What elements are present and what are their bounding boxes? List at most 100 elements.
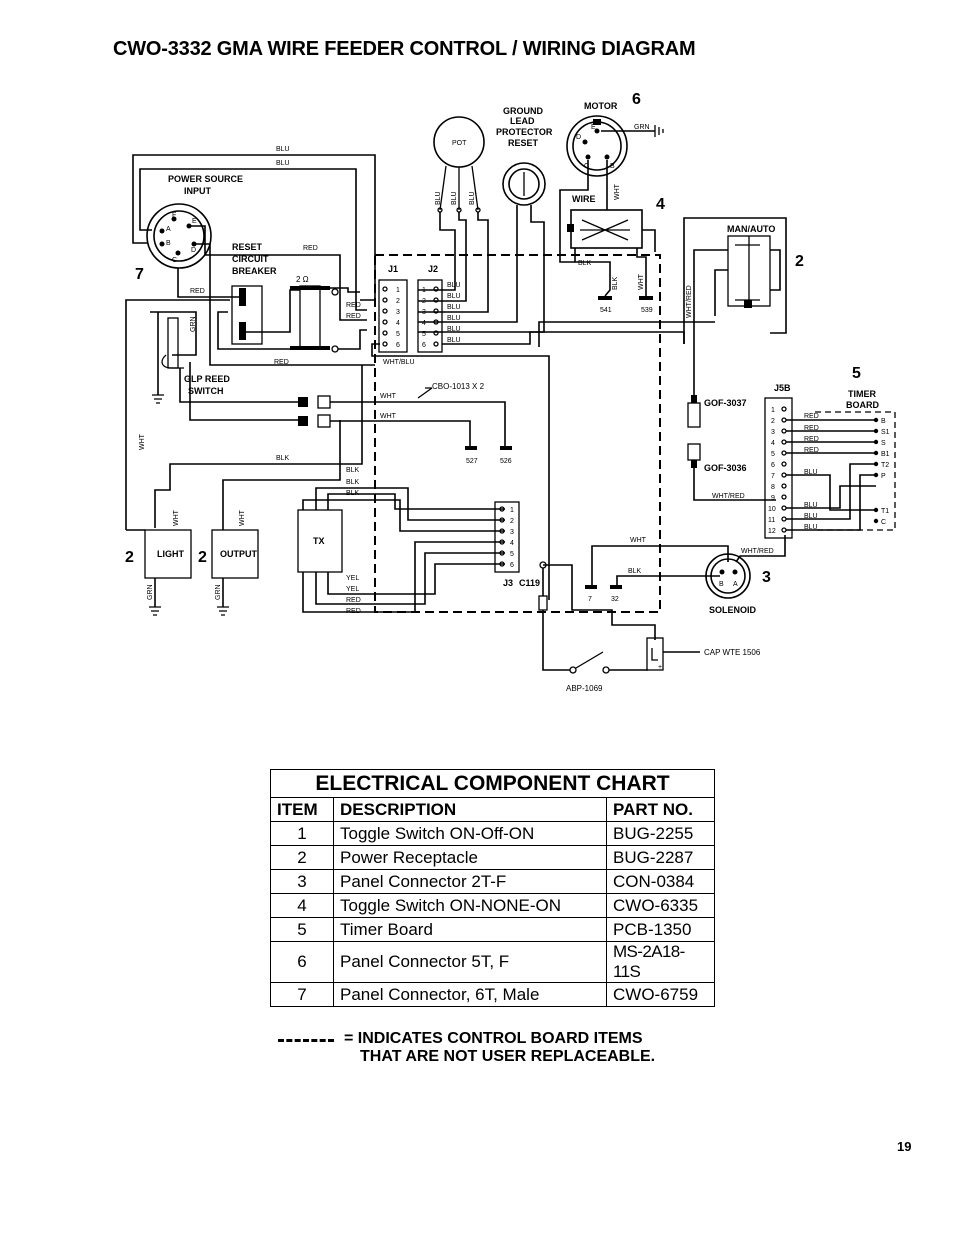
wire-label-red: RED [346,313,361,320]
solenoid-label: SOLENOID [709,605,757,615]
svg-text:2: 2 [771,418,775,425]
power-pin: D [191,247,196,254]
cell-part: BUG-2287 [606,845,715,870]
power-source-label: INPUT [184,186,212,196]
cell-part: CON-0384 [606,869,715,894]
svg-text:4: 4 [771,440,775,447]
svg-text:6: 6 [771,462,775,469]
svg-text:12: 12 [768,528,776,535]
motor-pin: D [576,134,581,141]
solenoid-pin: B [719,581,724,588]
wire-label-red: RED [804,413,819,420]
wire-label-grn: GRN [190,316,197,332]
wire-label-wht: WHT [638,273,645,290]
page-number: 19 [897,1139,912,1154]
timer-label: BOARD [846,400,879,410]
page-title: CWO-3332 GMA WIRE FEEDER CONTROL / WIRIN… [113,38,696,60]
motor-pin: E [591,124,596,131]
ground-lead-label: RESET [508,138,539,148]
cell-description: Panel Connector, 6T, Male [333,982,607,1007]
ground-lead-label: LEAD [510,116,535,126]
wire-label-blk: BLK [578,260,592,267]
wire-label-blu: BLU [447,293,461,300]
wire-label-red: RED [804,436,819,443]
wire-label-yel: YEL [346,586,359,593]
wire-label-wht: WHT [380,413,397,420]
glp-label: SWITCH [188,386,224,396]
svg-text:5: 5 [771,451,775,458]
callout-4: 4 [656,196,665,213]
breaker-label: CIRCUIT [232,254,269,264]
wire-label-blu: BLU [276,146,290,153]
wire-label-red: RED [804,425,819,432]
wire-label-wht: WHT [630,537,647,544]
svg-text:3: 3 [510,529,514,536]
svg-text:2: 2 [396,298,400,305]
wire-label-wht-blu: WHT/BLU [383,359,415,366]
wire-label-wht: WHT [239,509,246,526]
svg-text:1: 1 [510,507,514,514]
reset-circuit-breaker [231,285,263,345]
wire-label-red: RED [274,359,289,366]
svg-text:2: 2 [510,518,514,525]
svg-text:C: C [881,519,886,526]
svg-text:T1: T1 [881,508,889,515]
wire-label-wht-red: WHT/RED [741,548,774,555]
breaker-value: 2 Ω [296,275,309,284]
chart-header-row: ITEM DESCRIPTION PART NO. [270,797,715,822]
wire-switch-label: WIRE [572,194,596,204]
j1-pins: 1 2 3 4 5 6 [382,286,400,349]
cell-part: CWO-6335 [606,893,715,918]
wire-label-blu: BLU [447,304,461,311]
power-pin: C [172,257,177,264]
callout-3: 3 [762,569,771,586]
wire-label-wht: WHT [173,509,180,526]
power-pin: E [192,218,197,225]
j3-pins: 1 2 3 4 5 6 [499,506,514,569]
cbo-relay [317,395,331,409]
wire-label-blu: BLU [451,191,458,205]
cell-item: 5 [270,917,334,942]
breaker-label: RESET [232,242,263,252]
wire-label-blu: BLU [804,524,818,531]
gof-3036 [687,443,701,461]
breaker-label: BREAKER [232,266,277,276]
tx-label: TX [313,536,325,546]
wire-label-wht-red: WHT/RED [686,285,693,318]
wire-label-blk: BLK [346,467,360,474]
svg-text:S: S [881,440,886,447]
svg-text:6: 6 [396,342,400,349]
output-receptacle [211,529,259,579]
svg-text:5: 5 [396,331,400,338]
connector-j3 [494,501,520,573]
terminal-539: 539 [641,307,653,314]
dashed-line-symbol [278,1039,334,1042]
wire-label-red: RED [346,302,361,309]
wire-label-wht: WHT [614,183,621,200]
callout-7: 7 [135,266,144,283]
legend-line-1: = INDICATES CONTROL BOARD ITEMS [344,1030,643,1047]
wire-label-red: RED [804,447,819,454]
wire-label-blk: BLK [612,276,619,290]
cell-item: 2 [270,845,334,870]
wire-label-grn: GRN [215,584,222,600]
cell-description: Panel Connector 5T, F [333,941,607,983]
cell-part: CWO-6759 [606,982,715,1007]
output-label: OUTPUT [220,549,258,559]
light-receptacle [144,529,192,579]
cell-item: 4 [270,893,334,918]
cell-description: Power Receptacle [333,845,607,870]
svg-text:3: 3 [771,429,775,436]
legend-line-2: THAT ARE NOT USER REPLACEABLE. [360,1048,656,1065]
power-pin: B [166,240,171,247]
cbo-relay [317,414,331,428]
cap-label: CAP WTE 1506 [704,648,761,657]
timer-board [815,411,896,531]
header-description: DESCRIPTION [333,797,607,822]
cell-description: Toggle Switch ON-NONE-ON [333,893,607,918]
timer-label: TIMER [848,389,876,399]
wire-label-grn: GRN [147,584,154,600]
transformer-tx [297,509,343,573]
wire-label-blu: BLU [804,502,818,509]
